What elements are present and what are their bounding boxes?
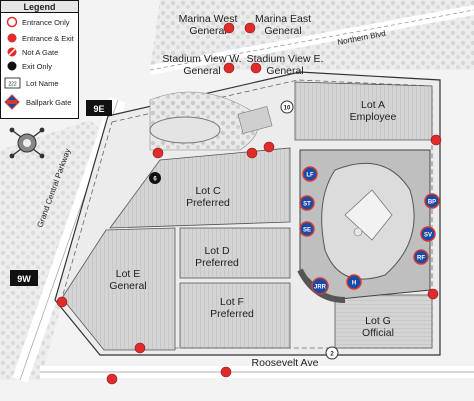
- svg-text:H: H: [352, 281, 356, 287]
- svg-text:RF: RF: [417, 256, 425, 262]
- svg-text:9E: 9E: [93, 104, 104, 114]
- legend-title: Legend: [23, 2, 55, 12]
- road-marker-6: 6: [149, 172, 161, 184]
- exit-only-icon: [7, 61, 17, 71]
- lot-label-stadium-view-w: Stadium View W.General: [162, 53, 241, 77]
- gate-h[interactable]: H: [346, 274, 362, 290]
- svg-text:BP: BP: [428, 200, 436, 206]
- svg-text:ST: ST: [303, 202, 311, 208]
- entrance-exit-icon[interactable]: [223, 22, 235, 34]
- gate-se[interactable]: SE: [299, 221, 315, 237]
- entrance-exit-icon[interactable]: [263, 141, 275, 153]
- gate-jrr[interactable]: JRR: [311, 277, 329, 295]
- lot-label-stadium-view-e: Stadium View E.General: [247, 53, 324, 77]
- road-marker-10: 10: [280, 100, 294, 114]
- legend-item-ballpark-gate: Ballpark Gate: [4, 94, 71, 110]
- gate-st[interactable]: ST: [299, 195, 315, 211]
- exit-sign-9w: 9W: [10, 270, 38, 286]
- entrance-exit-icon[interactable]: [223, 62, 235, 74]
- road-label-roosevelt: Roosevelt Ave: [252, 357, 319, 369]
- svg-text:LF: LF: [306, 173, 314, 179]
- gate-lf[interactable]: LF: [302, 166, 318, 182]
- entrance-exit-icon[interactable]: [56, 296, 68, 308]
- compass-icon: [9, 127, 45, 159]
- legend: Legend Entrance Only Entrance & Exit Not…: [0, 0, 79, 119]
- svg-text:2: 2: [330, 352, 334, 358]
- svg-text:Exit Only: Exit Only: [22, 62, 52, 71]
- entrance-exit-icon: [7, 33, 17, 43]
- gate-rf[interactable]: RF: [413, 249, 429, 265]
- svg-text:Lot Name: Lot Name: [26, 79, 59, 88]
- entrance-exit-icon[interactable]: [246, 147, 258, 159]
- entrance-only-icon: [6, 16, 18, 28]
- svg-text:Ballpark Gate: Ballpark Gate: [26, 98, 71, 107]
- lot-f-area: [179, 282, 291, 349]
- svg-text:10: 10: [284, 106, 291, 112]
- svg-text:Not A Gate: Not A Gate: [22, 48, 58, 57]
- overpass: [237, 106, 273, 134]
- legend-item-entrance-exit: Entrance & Exit: [7, 33, 75, 43]
- svg-text:JRR: JRR: [314, 285, 327, 291]
- gate-sv[interactable]: SV: [420, 226, 436, 242]
- lot-d-area: [179, 227, 291, 279]
- entrance-exit-icon[interactable]: [250, 62, 262, 74]
- entrance-exit-icon[interactable]: [220, 366, 232, 378]
- svg-text:Entrance & Exit: Entrance & Exit: [22, 34, 75, 43]
- svg-text:6: 6: [153, 177, 157, 183]
- entrance-exit-icon[interactable]: [427, 288, 439, 300]
- svg-text:Entrance Only: Entrance Only: [22, 18, 70, 27]
- exit-sign-9e: 9E: [86, 100, 112, 116]
- svg-text:SV: SV: [424, 233, 432, 239]
- legend-item-not-a-gate: Not A Gate: [7, 47, 58, 57]
- legend-item-lot-name: 222 Lot Name: [4, 77, 59, 89]
- svg-text:9W: 9W: [17, 274, 31, 284]
- ballpark-gates: LF ST SE BP SV RF H JRR: [299, 166, 440, 295]
- gate-bp[interactable]: BP: [424, 193, 440, 209]
- road-marker-2: 2: [325, 346, 339, 360]
- legend-item-exit-only: Exit Only: [7, 61, 52, 71]
- entrance-exit-icon[interactable]: [134, 342, 146, 354]
- lot-name-icon: [4, 77, 21, 89]
- lot-c-area: [109, 147, 291, 229]
- legend-item-entrance-only: Entrance Only: [6, 16, 70, 28]
- entrance-exit-icon[interactable]: [430, 134, 442, 146]
- svg-text:SE: SE: [303, 228, 311, 234]
- svg-text:222: 222: [8, 82, 17, 88]
- entrance-exit-icon[interactable]: [244, 22, 256, 34]
- entrance-exit-markers: [56, 22, 442, 385]
- interchange-loop: [149, 116, 221, 144]
- entrance-exit-icon[interactable]: [152, 147, 164, 159]
- entrance-exit-icon[interactable]: [106, 373, 118, 385]
